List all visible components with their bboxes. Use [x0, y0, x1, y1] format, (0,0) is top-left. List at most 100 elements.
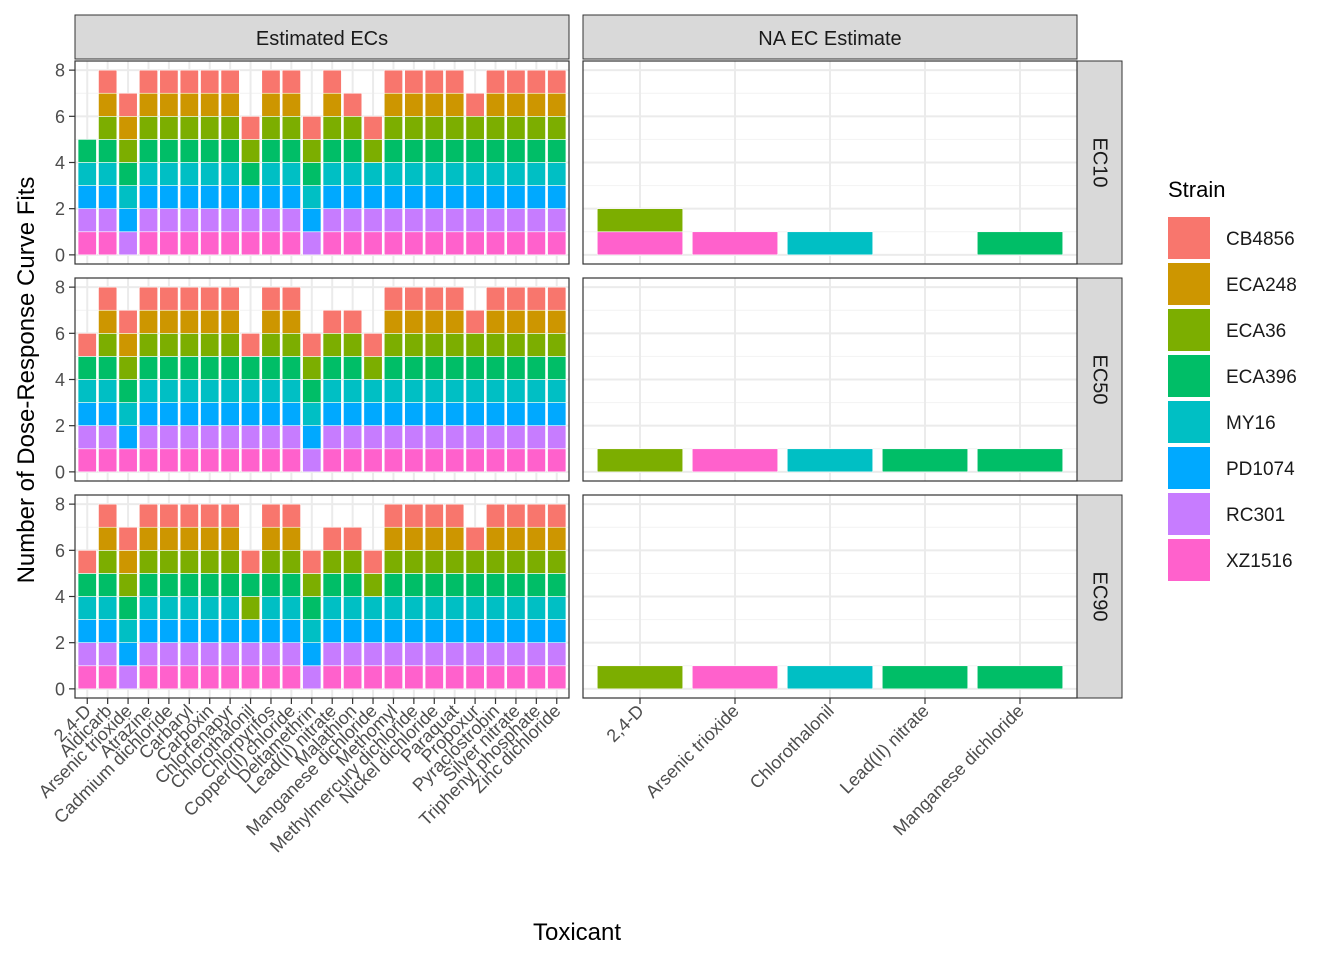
bar-segment-eca396: [261, 139, 281, 163]
bar-segment-eca396: [424, 139, 444, 163]
bar-segment-eca396: [343, 139, 363, 163]
bar-segment-my16: [506, 379, 526, 403]
bar-segment-cb4856: [241, 116, 261, 140]
bar-segment-pd1074: [486, 185, 505, 209]
bar-segment-eca36: [159, 550, 179, 574]
bar-segment-cb4856: [547, 503, 567, 528]
bar-segment-xz1516: [281, 665, 301, 690]
facet-strip-background: [74, 14, 570, 60]
bar-segment-eca248: [506, 309, 526, 334]
bar-segment-eca248: [139, 309, 158, 334]
bar-segment-cb4856: [139, 503, 158, 528]
bar-segment-rc301: [322, 642, 342, 667]
bar-segment-eca396: [976, 665, 1064, 690]
bar-segment-my16: [786, 448, 874, 473]
bar-segment-eca396: [200, 573, 220, 597]
legend-swatch: [1168, 447, 1210, 489]
bar-segment-pd1074: [179, 185, 199, 209]
bar-segment-cb4856: [445, 503, 465, 528]
bar-segment-rc301: [465, 642, 485, 667]
bar-segment-eca248: [200, 92, 220, 117]
bar-segment-eca396: [241, 162, 261, 186]
bar-segment-eca396: [302, 379, 322, 403]
bar-segment-xz1516: [363, 448, 383, 473]
bar-segment-xz1516: [465, 665, 485, 690]
bar-segment-eca36: [486, 333, 505, 357]
bar-segment-cb4856: [424, 503, 444, 528]
bar-segment-cb4856: [343, 92, 363, 117]
bar-segment-eca36: [220, 116, 240, 140]
facet-strip-background: [582, 14, 1078, 60]
bar-segment-rc301: [547, 425, 567, 450]
bar-segment-eca36: [261, 116, 281, 140]
bar-segment-eca396: [445, 356, 465, 380]
bar-segment-eca396: [424, 356, 444, 380]
bar-segment-rc301: [220, 642, 240, 667]
bar-segment-eca396: [547, 573, 567, 597]
bar-segment-eca396: [465, 356, 485, 380]
bar-segment-xz1516: [139, 665, 158, 690]
bar-segment-pd1074: [465, 402, 485, 426]
bar-segment-cb4856: [302, 116, 322, 140]
bar-segment-rc301: [343, 425, 363, 450]
bar-segment-pd1074: [465, 185, 485, 209]
bar-segment-eca396: [881, 448, 969, 473]
bar-segment-my16: [118, 185, 138, 209]
bar-segment-eca36: [139, 333, 158, 357]
bar-segment-rc301: [179, 208, 199, 233]
bar-segment-eca36: [526, 550, 546, 574]
bar-segment-pd1074: [159, 185, 179, 209]
bar-segment-cb4856: [118, 309, 138, 334]
bar-segment-cb4856: [343, 309, 363, 334]
bar-segment-pd1074: [547, 619, 567, 643]
bar-segment-cb4856: [526, 503, 546, 528]
bar-segment-my16: [465, 162, 485, 186]
bar-segment-my16: [159, 162, 179, 186]
bar-segment-eca248: [139, 526, 158, 551]
bar-segment-rc301: [118, 231, 138, 256]
panel-border: [582, 60, 1078, 265]
bar-segment-eca248: [526, 309, 546, 334]
bar-segment-pd1074: [343, 185, 363, 209]
bar-segment-pd1074: [322, 185, 342, 209]
bar-segment-xz1516: [241, 665, 261, 690]
bar-segment-cb4856: [486, 69, 505, 94]
bar-segment-xz1516: [506, 665, 526, 690]
bar-segment-xz1516: [383, 448, 403, 473]
bar-segment-eca36: [179, 550, 199, 574]
bar-segment-xz1516: [159, 231, 179, 256]
bar-segment-xz1516: [465, 448, 485, 473]
bar-segment-eca36: [220, 333, 240, 357]
bar-segment-xz1516: [139, 448, 158, 473]
bar-segment-rc301: [281, 208, 301, 233]
bar-segment-pd1074: [98, 185, 118, 209]
bar-segment-eca396: [465, 573, 485, 597]
y-tick-label: 4: [55, 153, 65, 173]
bar-segment-cb4856: [445, 69, 465, 94]
bar-segment-my16: [445, 162, 465, 186]
bar-segment-my16: [506, 162, 526, 186]
bar-segment-pd1074: [404, 185, 424, 209]
bar-segment-eca36: [486, 550, 505, 574]
y-tick-label: 2: [55, 633, 65, 653]
bar-segment-my16: [261, 379, 281, 403]
bar-segment-rc301: [445, 425, 465, 450]
legend-swatch: [1168, 401, 1210, 443]
bar-segment-pd1074: [526, 185, 546, 209]
bar-segment-xz1516: [159, 665, 179, 690]
bar-segment-cb4856: [200, 286, 220, 311]
bar-segment-cb4856: [241, 550, 261, 574]
bar-segment-rc301: [261, 208, 281, 233]
bar-segment-xz1516: [98, 448, 118, 473]
bar-segment-cb4856: [200, 503, 220, 528]
bar-segment-rc301: [159, 642, 179, 667]
bar-segment-my16: [506, 596, 526, 620]
bar-segment-eca36: [404, 550, 424, 574]
bar-segment-my16: [786, 665, 874, 690]
bar-segment-eca396: [445, 139, 465, 163]
bar-segment-cb4856: [159, 69, 179, 94]
bar-segment-rc301: [424, 642, 444, 667]
bar-segment-my16: [486, 379, 505, 403]
y-tick-label: 0: [55, 679, 65, 699]
bar-segment-rc301: [424, 425, 444, 450]
